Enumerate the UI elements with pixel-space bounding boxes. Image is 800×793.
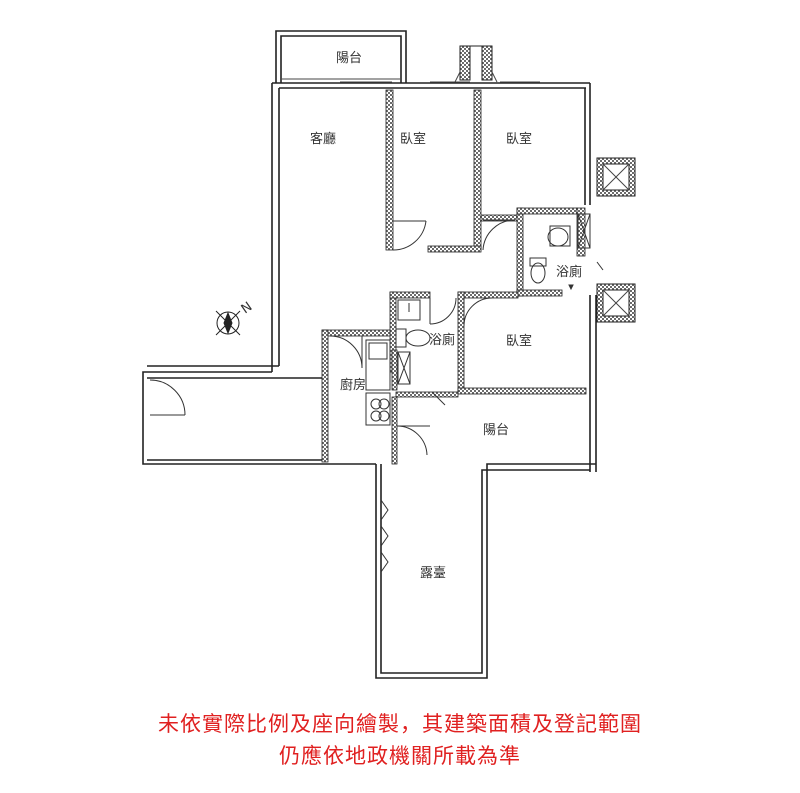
room-label-living-room: 客廳 xyxy=(310,131,336,147)
upper-bath-fixtures xyxy=(529,213,604,291)
room-label-balcony-top: 陽台 xyxy=(336,51,362,66)
compass-icon xyxy=(215,310,241,336)
lower-bath-fixtures xyxy=(395,299,431,385)
interior-walls xyxy=(321,89,587,465)
room-label-bedroom-2: 臥室 xyxy=(506,131,532,147)
room-label-bathroom-1: 浴廁 xyxy=(556,264,582,280)
room-label-kitchen: 廚房 xyxy=(340,377,366,393)
room-label-bathroom-2: 浴廁 xyxy=(429,332,455,348)
chimney xyxy=(454,45,498,83)
disclaimer-line-2: 仍應依地政機關所載為準 xyxy=(279,744,521,768)
window-box-lower xyxy=(596,283,636,323)
kitchen-fixtures xyxy=(365,339,391,426)
room-label-bedroom-1: 臥室 xyxy=(400,131,426,147)
room-label-bedroom-3: 臥室 xyxy=(506,333,532,349)
room-label-balcony-bottom: 陽台 xyxy=(483,423,509,438)
floor-plan: N 陽台 客廳 臥室 臥室 浴廁 浴廁 臥室 廚房 陽台 露臺 xyxy=(142,30,636,679)
doors xyxy=(149,219,524,573)
compass-north-label: N xyxy=(239,299,256,317)
exterior-walls xyxy=(142,30,597,679)
balcony-door xyxy=(282,78,540,83)
window-box-upper xyxy=(596,157,636,197)
disclaimer-line-1: 未依實際比例及座向繪製，其建築面積及登記範圍 xyxy=(158,712,642,736)
room-label-terrace: 露臺 xyxy=(420,566,446,581)
